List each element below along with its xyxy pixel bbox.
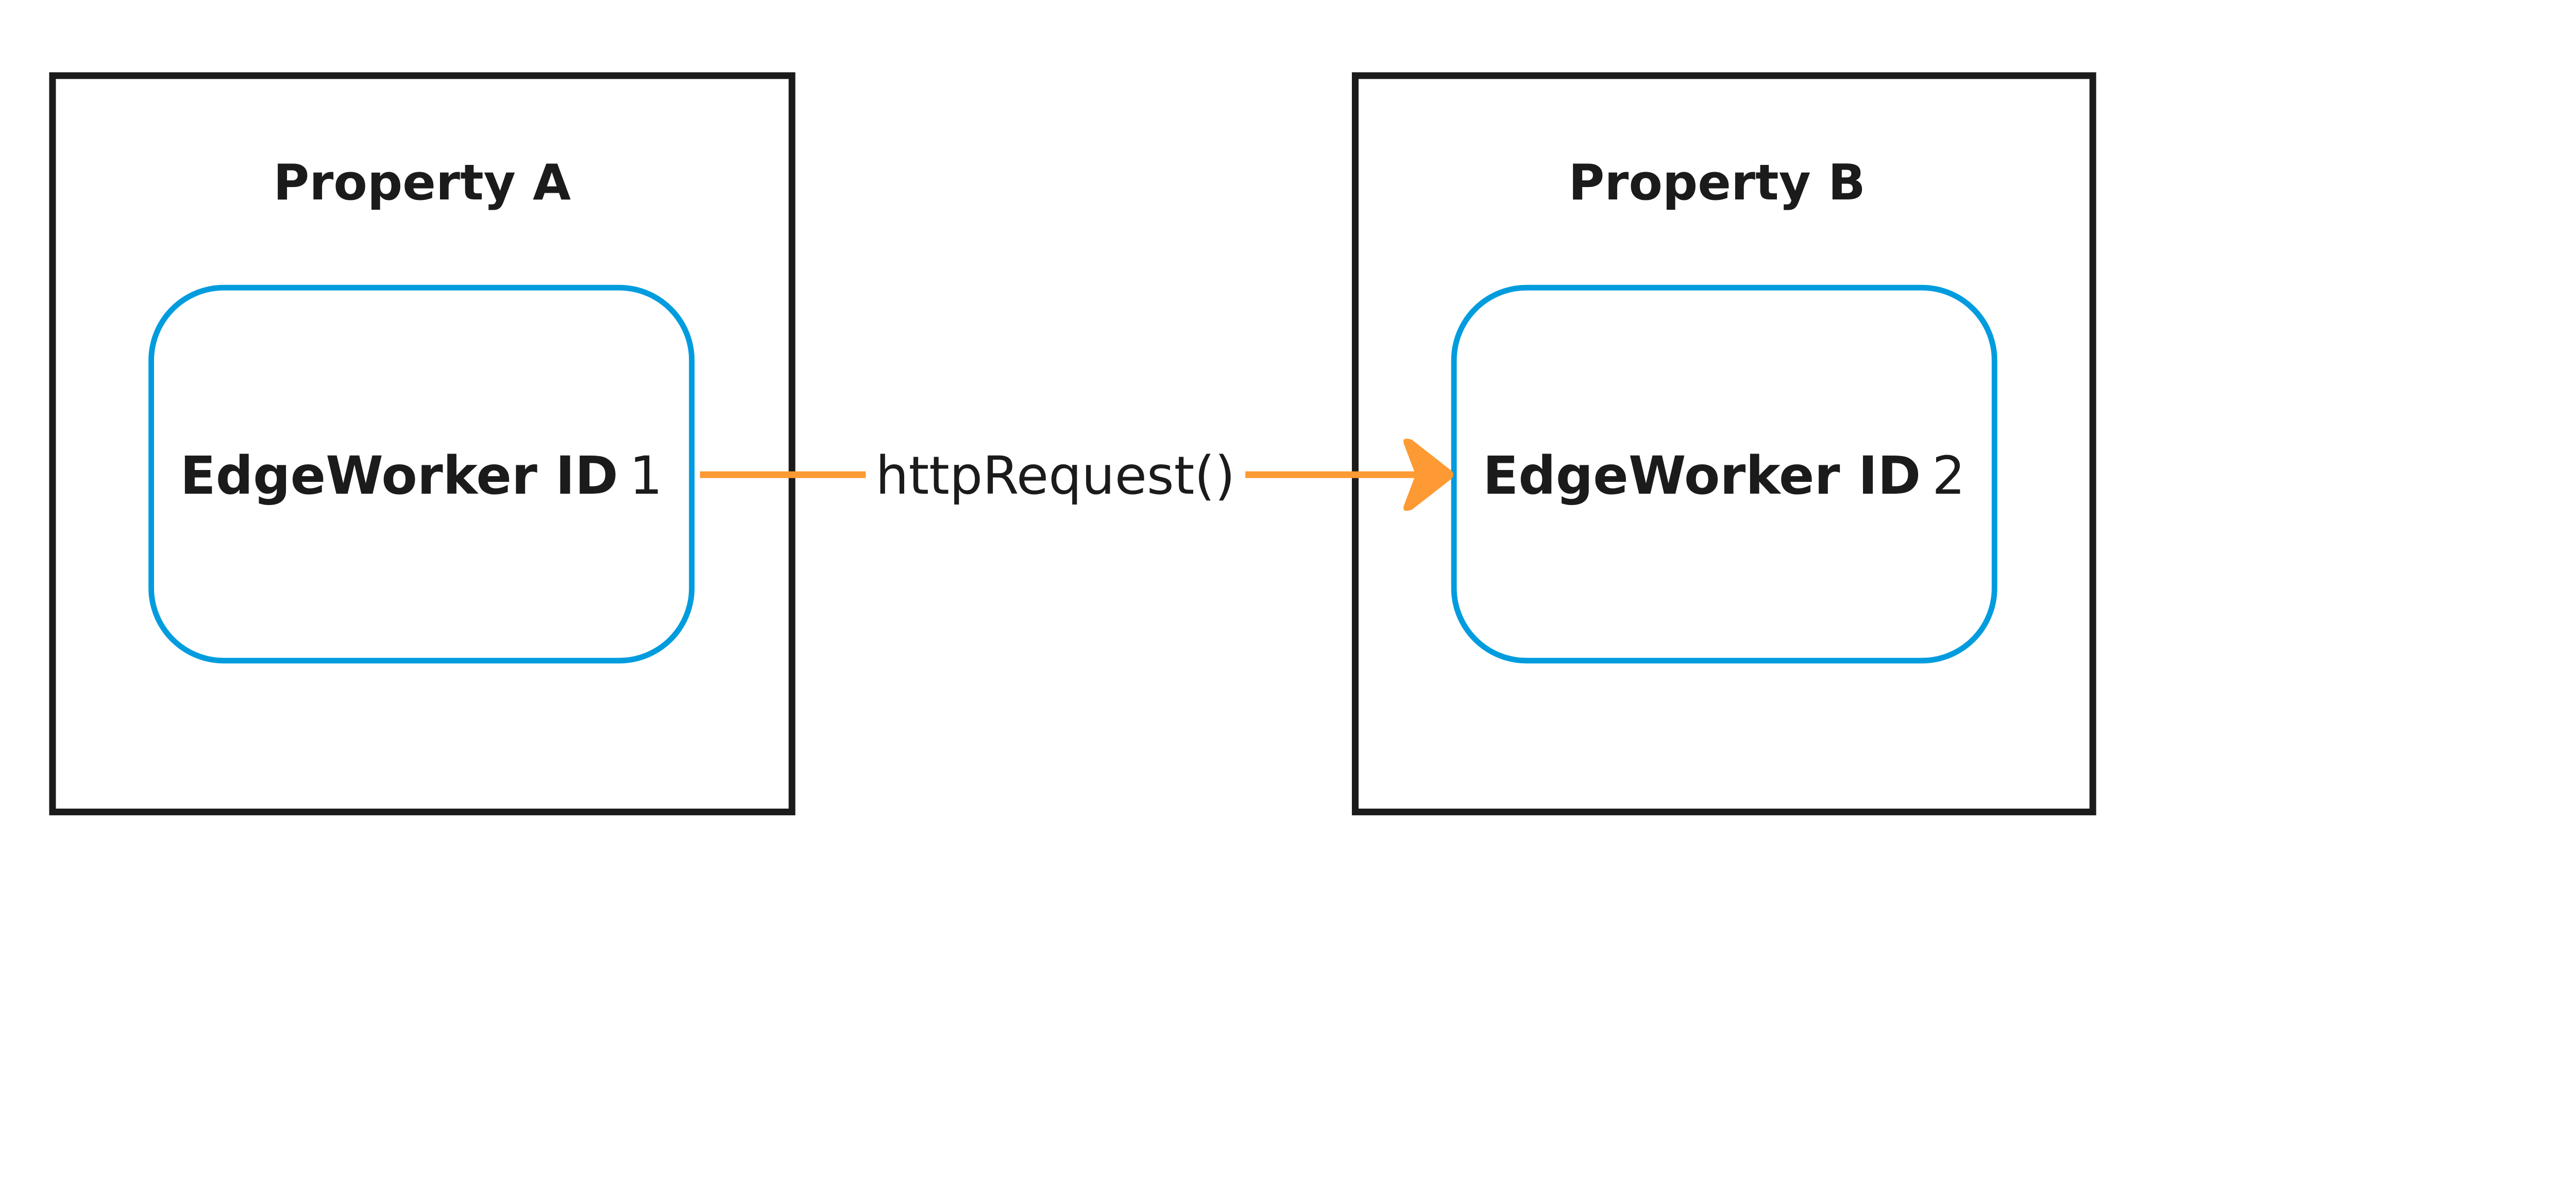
edgeworker-2-box xyxy=(1451,284,1997,664)
property-b-container xyxy=(1351,72,2096,816)
edgeworker-1-id: 1 xyxy=(630,445,663,506)
arrowhead-icon xyxy=(1403,439,1454,511)
edgeworker-1-box xyxy=(148,284,695,664)
http-request-connector: httpRequest() xyxy=(700,439,1454,511)
edgeworker-2-id: 2 xyxy=(1932,445,1965,506)
edgeworker-2-label-bold: EdgeWorker ID xyxy=(1483,445,1921,506)
edgeworker-1-label-bold: EdgeWorker ID xyxy=(180,445,618,506)
property-b-title: Property B xyxy=(1568,154,1866,211)
property-a-container xyxy=(49,72,795,816)
property-a-title: Property A xyxy=(273,154,571,211)
connector-label: httpRequest() xyxy=(875,445,1235,506)
